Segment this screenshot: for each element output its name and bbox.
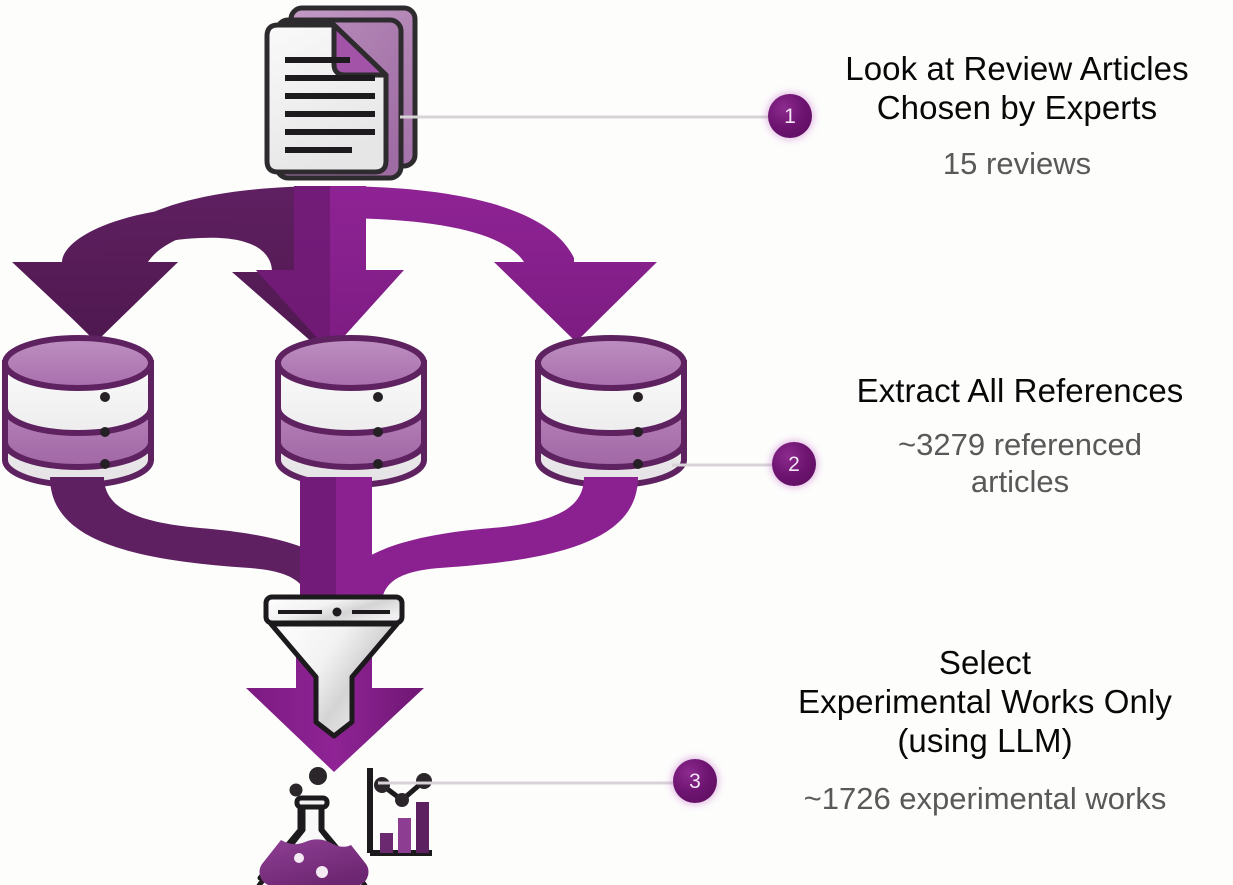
step-badge-3[interactable]: 3 [673, 759, 717, 803]
pipe-converge-right [338, 477, 638, 600]
database-cylinder-icon [274, 335, 428, 488]
step-1-subtitle: 15 reviews [942, 145, 1092, 181]
arrow-fanout-left [15, 186, 330, 342]
flask-liquid [259, 839, 369, 885]
documents-stack-icon [264, 5, 418, 181]
chart-bar [416, 802, 429, 853]
pipe-converge-center-shade [300, 477, 336, 605]
step-2-text-block: Extract All References ~3279 referenced … [820, 372, 1220, 500]
bubble-icon [294, 853, 304, 863]
step-2-subtitle: ~3279 referenced articles [898, 426, 1142, 499]
bubble-icon [309, 767, 327, 785]
chart-point [395, 793, 409, 807]
chart-point [374, 777, 390, 793]
step-badge-3-number: 3 [689, 769, 701, 793]
step-3-title: Select Experimental Works Only (using LL… [798, 644, 1172, 759]
step-2-title: Extract All References [856, 372, 1184, 409]
database-cylinder-icon [534, 335, 688, 488]
step-3-subtitle: ~1726 experimental works [803, 780, 1167, 816]
bubble-icon [316, 866, 328, 878]
step-1-text-block: Look at Review Articles Chosen by Expert… [812, 50, 1222, 182]
step-1-title: Look at Review Articles Chosen by Expert… [845, 50, 1189, 126]
database-cylinder-icon [1, 335, 155, 488]
step-badge-1-number: 1 [784, 104, 796, 128]
chart-bar [380, 833, 393, 853]
step-badge-1[interactable]: 1 [768, 94, 812, 138]
step-badge-2-number: 2 [788, 452, 800, 476]
chart-point [416, 773, 432, 789]
funnel-icon [263, 594, 405, 739]
bubble-icon [289, 783, 303, 797]
step-3-text-block: Select Experimental Works Only (using LL… [740, 644, 1230, 817]
chart-bar [398, 818, 411, 853]
step-badge-2[interactable]: 2 [772, 442, 816, 486]
arrow-fanout-center-shade [256, 186, 330, 352]
pipe-converge-left [50, 477, 352, 600]
arrow-fanout-right [330, 186, 657, 342]
flask-chart-icon [256, 767, 432, 885]
